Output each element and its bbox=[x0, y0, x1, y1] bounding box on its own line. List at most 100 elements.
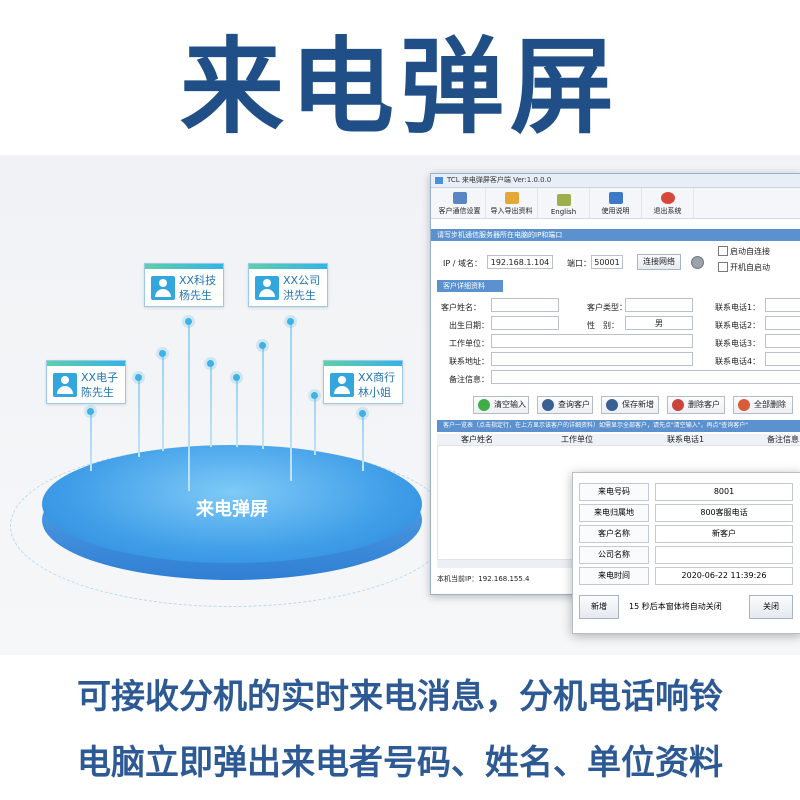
auto-start-label: 开机自启动 bbox=[730, 263, 770, 272]
auto-start-checkbox[interactable] bbox=[718, 262, 728, 272]
incoming-call-popup: 来电号码 8001 来电归属地 800客服电话 客户名称 新客户 公司名称 来电… bbox=[572, 472, 800, 634]
pin-line bbox=[90, 411, 92, 471]
column-header[interactable]: 工作单位 bbox=[561, 435, 593, 444]
delete-user-icon bbox=[672, 399, 684, 411]
person-icon bbox=[255, 276, 279, 300]
gender-select[interactable]: 男 bbox=[625, 316, 693, 330]
toolbar-help-button[interactable]: 使用说明 bbox=[590, 188, 642, 218]
column-header[interactable]: 联系电话1 bbox=[667, 435, 705, 444]
birth-input[interactable] bbox=[491, 316, 559, 330]
pin-dot bbox=[185, 318, 192, 325]
clear-input-button[interactable]: 清空输入 bbox=[473, 396, 529, 414]
customer-list-header: 客户一览表（点击指定行，在上方显示该客户的详细资料）如需显示全部客户，请先点"清… bbox=[437, 420, 800, 432]
card-company: XX电子 bbox=[81, 371, 119, 384]
auto-connect-label: 启动自连接 bbox=[730, 247, 770, 256]
tel1-label: 联系电话1： bbox=[715, 303, 761, 312]
ip-label: IP / 域名： bbox=[443, 259, 482, 268]
contact-card: XX电子 陈先生 bbox=[46, 360, 126, 404]
address-label: 联系地址： bbox=[449, 357, 489, 366]
toolbar-import-export-button[interactable]: 导入导出资料 bbox=[486, 188, 538, 218]
popup-key: 来电时间 bbox=[579, 567, 649, 585]
pin-line bbox=[262, 345, 264, 449]
page-headline: 来电弹屏 bbox=[179, 26, 620, 148]
pin-line bbox=[188, 321, 190, 491]
tel2-label: 联系电话2： bbox=[715, 321, 761, 330]
port-label: 端口： bbox=[567, 259, 591, 268]
note-label: 备注信息： bbox=[449, 375, 489, 384]
card-company: XX公司 bbox=[283, 274, 321, 287]
query-customer-button[interactable]: 查询客户 bbox=[537, 396, 593, 414]
server-section-header: 请写步机通信服务器所在电脑的IP和端口 bbox=[431, 229, 800, 241]
card-company: XX商行 bbox=[358, 371, 396, 384]
popup-value: 2020-06-22 11:39:26 bbox=[655, 567, 793, 585]
popup-value: 8001 bbox=[655, 483, 793, 501]
pin-line bbox=[236, 377, 238, 447]
column-header[interactable]: 备注信息 bbox=[767, 435, 799, 444]
tel3-input[interactable] bbox=[765, 334, 800, 348]
popup-value bbox=[655, 546, 793, 564]
folder-icon bbox=[504, 192, 519, 204]
pin-dot bbox=[159, 350, 166, 357]
pin-line bbox=[210, 363, 212, 447]
save-user-icon bbox=[606, 399, 618, 411]
popup-row: 公司名称 bbox=[579, 546, 794, 564]
popup-value: 新客户 bbox=[655, 525, 793, 543]
caption-line: 可接收分机的实时来电消息，分机电话响铃 bbox=[77, 677, 723, 717]
pin-dot bbox=[207, 360, 214, 367]
note-input[interactable] bbox=[491, 370, 800, 384]
popup-row: 来电号码 8001 bbox=[579, 483, 794, 501]
auto-connect-checkbox[interactable] bbox=[718, 246, 728, 256]
clear-icon bbox=[478, 399, 490, 411]
settings-icon bbox=[452, 192, 467, 204]
person-icon bbox=[151, 276, 175, 300]
ip-input[interactable]: 192.168.1.104 bbox=[487, 255, 553, 269]
card-company: XX科技 bbox=[179, 274, 217, 287]
popup-row: 来电时间 2020-06-22 11:39:26 bbox=[579, 567, 794, 585]
toolbar-english-button[interactable]: English bbox=[538, 188, 590, 218]
pin-dot bbox=[311, 392, 318, 399]
tel2-input[interactable] bbox=[765, 316, 800, 330]
delete-customer-button[interactable]: 删除客户 bbox=[667, 396, 725, 414]
popup-key: 公司名称 bbox=[579, 546, 649, 564]
help-icon bbox=[608, 192, 623, 204]
delete-all-icon bbox=[738, 399, 750, 411]
disc-label: 来电弹屏 bbox=[196, 499, 268, 520]
pin-line bbox=[314, 395, 316, 455]
tel4-input[interactable] bbox=[765, 352, 800, 366]
toolbar-settings-button[interactable]: 客户通信设置 bbox=[434, 188, 486, 218]
pin-dot bbox=[359, 410, 366, 417]
toolbar: 客户通信设置 导入导出资料 English 使用说明 退出系统 bbox=[431, 188, 800, 219]
popup-row: 来电归属地 800客服电话 bbox=[579, 504, 794, 522]
connection-status-icon bbox=[691, 256, 704, 269]
pin-line bbox=[290, 321, 292, 481]
caption-line: 电脑立即弹出来电者号码、姓名、单位资料 bbox=[77, 743, 723, 783]
birth-label: 出生日期： bbox=[449, 321, 489, 330]
work-input[interactable] bbox=[491, 334, 693, 348]
type-select[interactable] bbox=[625, 298, 693, 312]
name-input[interactable] bbox=[491, 298, 559, 312]
window-title: TCL 来电弹屏客户端 Ver:1.0.0.0 bbox=[431, 174, 800, 188]
name-label: 客户姓名： bbox=[441, 303, 481, 312]
popup-add-button[interactable]: 新增 bbox=[579, 595, 619, 619]
toolbar-exit-button[interactable]: 退出系统 bbox=[642, 188, 694, 218]
tel1-input[interactable] bbox=[765, 298, 800, 312]
address-input[interactable] bbox=[491, 352, 693, 366]
popup-close-button[interactable]: 关闭 bbox=[749, 595, 793, 619]
pin-dot bbox=[135, 374, 142, 381]
power-icon bbox=[660, 192, 675, 204]
person-icon bbox=[53, 373, 77, 397]
disc-top bbox=[42, 445, 422, 563]
port-input[interactable]: 50001 bbox=[591, 255, 623, 269]
search-user-icon bbox=[542, 399, 554, 411]
connect-button[interactable]: 连接网络 bbox=[637, 254, 681, 270]
popup-countdown: 15 秒后本窗体将自动关闭 bbox=[629, 602, 722, 611]
delete-all-button[interactable]: 全部删除 bbox=[733, 396, 793, 414]
popup-row: 客户名称 新客户 bbox=[579, 525, 794, 543]
pin-dot bbox=[259, 342, 266, 349]
contact-card: XX商行 林小姐 bbox=[323, 360, 403, 404]
column-header[interactable]: 客户姓名 bbox=[461, 435, 493, 444]
popup-value: 800客服电话 bbox=[655, 504, 793, 522]
language-icon bbox=[556, 194, 571, 206]
card-person: 杨先生 bbox=[179, 289, 212, 302]
save-new-button[interactable]: 保存新增 bbox=[601, 396, 659, 414]
